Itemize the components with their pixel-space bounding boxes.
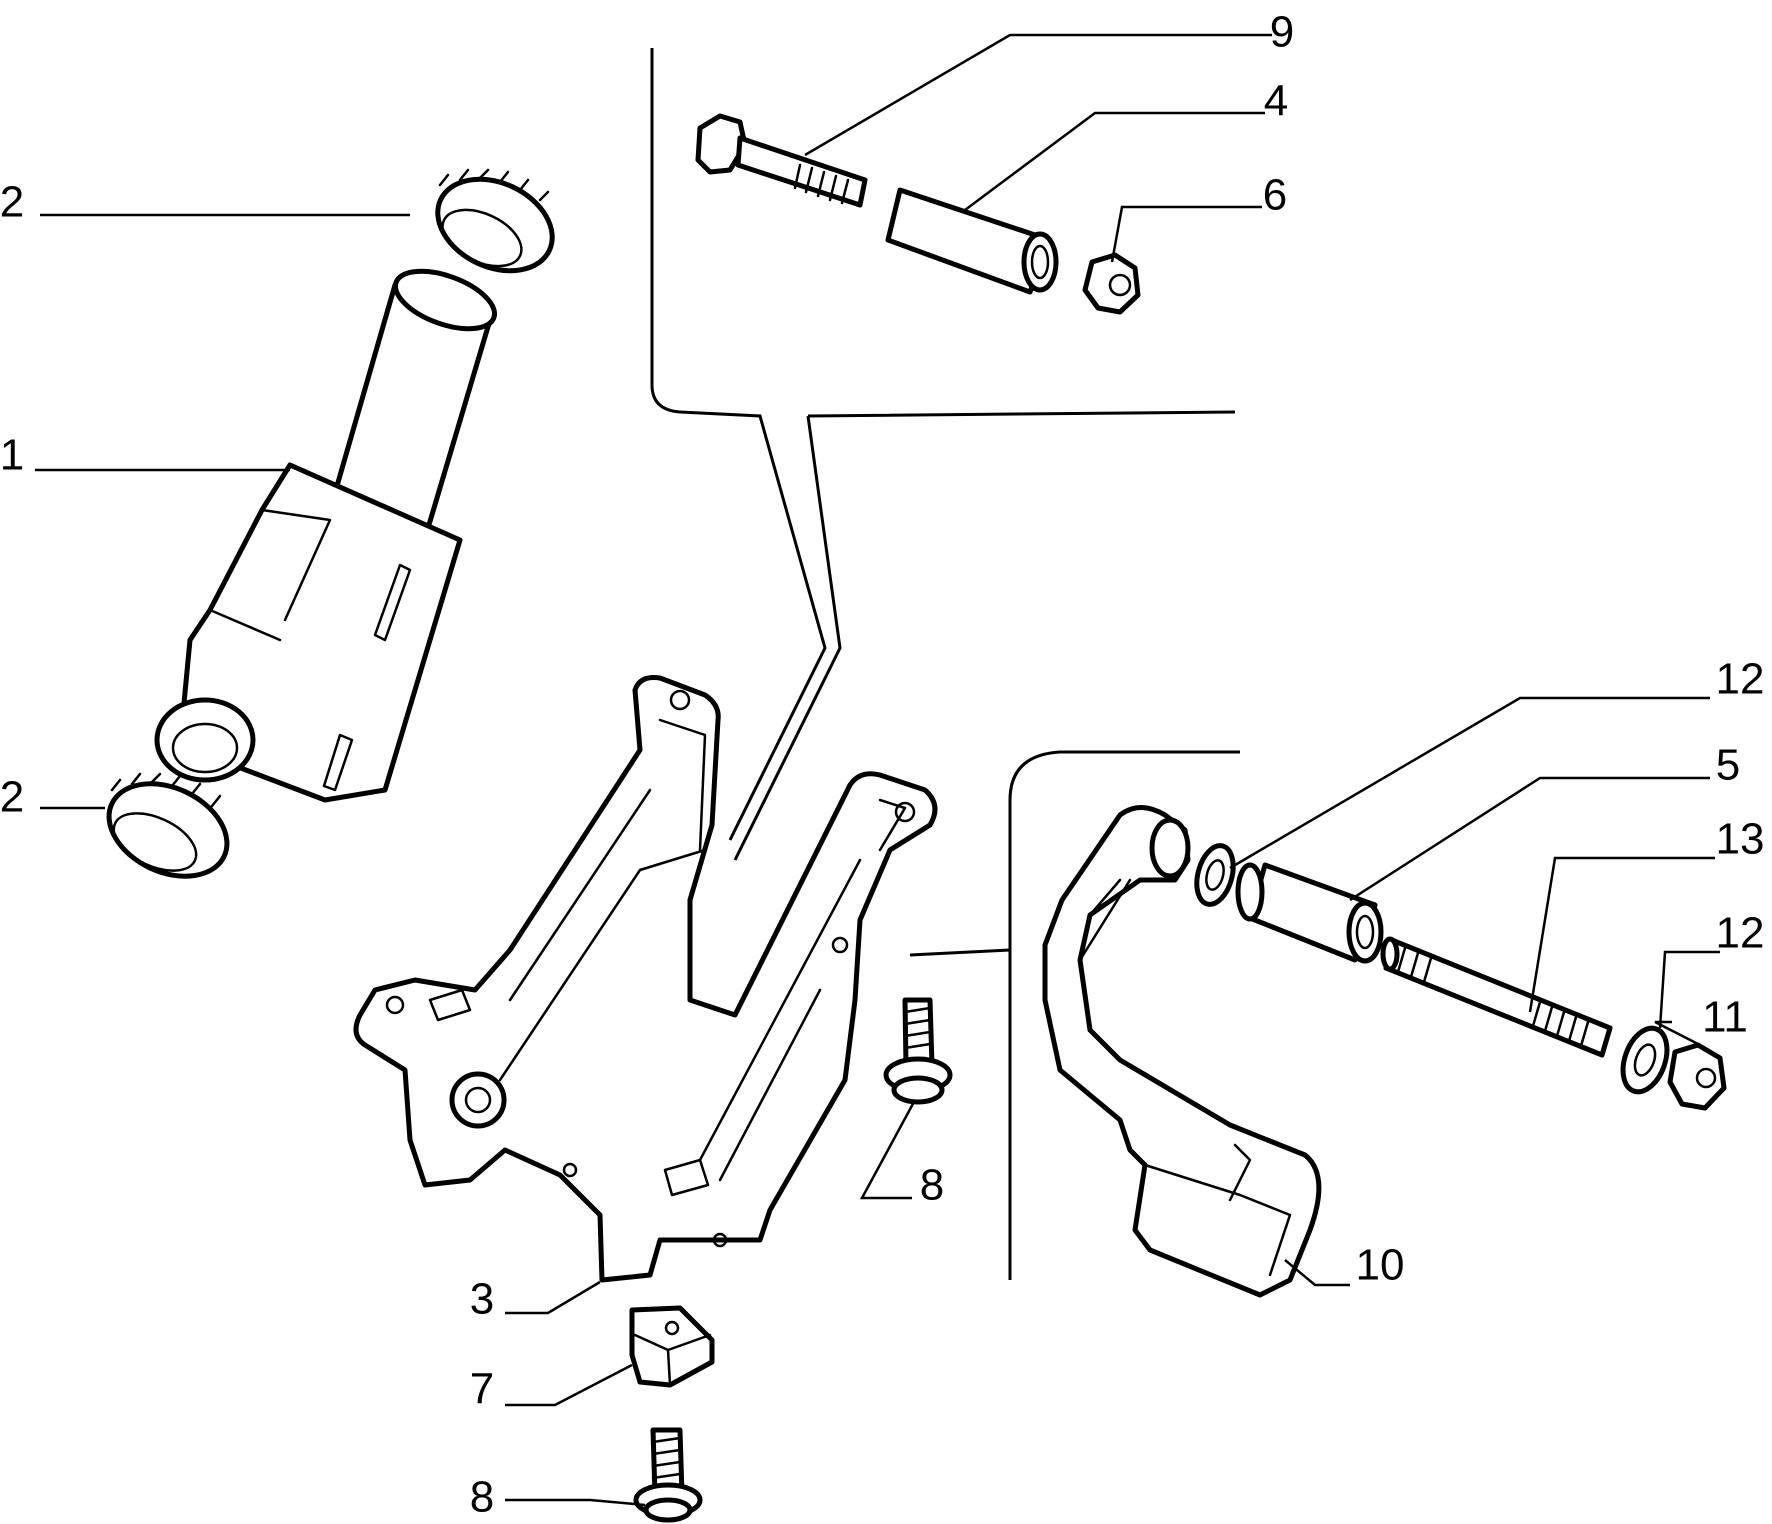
assembly-frame-lines [650,48,1240,1280]
callout-4: 4 [1264,77,1288,126]
part-1-tube [154,268,498,803]
callout-2-upper: 2 [0,178,24,227]
part-6-nut [1082,252,1141,315]
callout-8-mid: 8 [920,1161,944,1210]
callout-labels: 9 4 6 2 1 2 12 5 13 12 11 8 10 3 7 8 [0,8,1764,1522]
callout-11: 11 [1702,993,1748,1042]
callout-1: 1 [0,431,24,480]
callout-7: 7 [470,1365,494,1414]
part-7-pad [629,1305,715,1388]
callout-8-bottom: 8 [470,1473,494,1522]
part-9-bolt [695,113,868,208]
part-2-bearing-lower [106,772,230,879]
part-8-bolt-mid [883,997,953,1105]
callout-2-lower: 2 [0,773,24,822]
part-11-nut [1667,1042,1727,1111]
callout-6: 6 [1263,171,1287,220]
callout-13: 13 [1716,815,1765,864]
part-10-pedal [1042,805,1322,1298]
leader-lines [35,33,1720,1507]
part-4-sleeve [885,187,1059,295]
callout-5: 5 [1716,741,1740,790]
part-2-bearing-upper [435,168,555,274]
callout-12-b: 12 [1716,909,1765,958]
part-8-bolt-bottom [633,1427,703,1523]
part-12-washer-a [1194,843,1236,907]
part-5-sleeve [1235,862,1384,964]
callout-10: 10 [1356,1241,1405,1290]
callout-12-a: 12 [1716,655,1765,704]
part-12-washer-b [1620,1025,1670,1095]
part-3-bracket [353,675,938,1283]
callout-9: 9 [1270,8,1294,57]
callout-3: 3 [470,1275,494,1324]
part-13-long-bolt [1380,936,1613,1058]
